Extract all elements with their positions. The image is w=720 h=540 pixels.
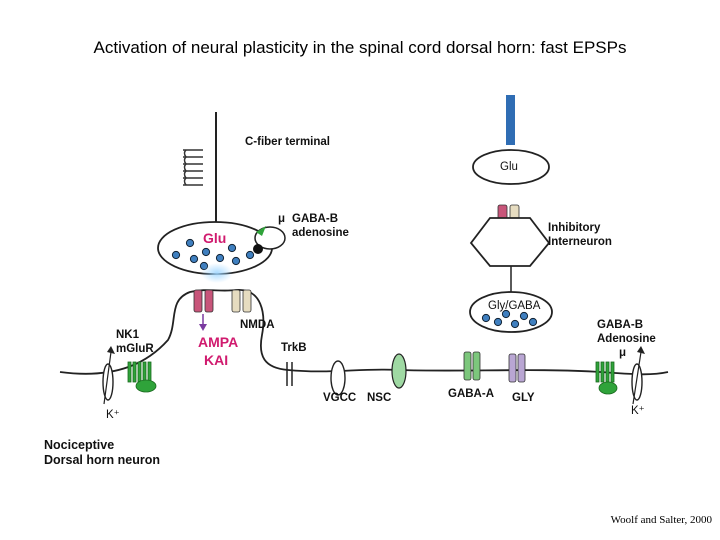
glutamate-release-glow xyxy=(201,263,233,283)
k-right-label: K⁺ xyxy=(631,405,645,417)
nmda-receptor xyxy=(231,289,252,313)
nsc-channel xyxy=(391,353,407,389)
presynaptic-ligand xyxy=(256,226,266,236)
vgcc-label: VGCC xyxy=(323,392,357,404)
inhibitory-line-1: Inhibitory xyxy=(548,222,601,234)
ampa-receptor xyxy=(193,289,214,313)
nk1-label: NK1 xyxy=(116,329,140,341)
adenosine-right-label: Adenosine xyxy=(597,333,656,345)
neuron-line-1: Nociceptive xyxy=(44,438,115,452)
action-potential-icon xyxy=(183,149,203,186)
glu-terminal-inhibitory xyxy=(472,149,550,185)
mu-left-label: μ xyxy=(278,213,286,225)
inhibitory-interneuron xyxy=(469,217,551,267)
ampa-label: AMPA xyxy=(198,334,239,350)
dorsal-horn-neuron-label: Nociceptive Dorsal horn neuron xyxy=(44,438,160,468)
gly-gaba-vesicles xyxy=(481,309,538,329)
gly-receptor xyxy=(508,353,526,383)
gaba-b-left-label: GABA-B xyxy=(292,213,338,225)
inhibitory-line-2: Interneuron xyxy=(548,236,612,248)
nmda-label: NMDA xyxy=(240,319,275,331)
interneuron-receptors xyxy=(497,204,520,220)
gly-gaba-label: Gly/GABA xyxy=(488,300,541,312)
kai-label: KAI xyxy=(204,352,229,368)
postsynaptic-membrane xyxy=(59,289,669,376)
page-title: Activation of neural plasticity in the s… xyxy=(93,38,627,57)
inhibitory-interneuron-label: Inhibitory Interneuron xyxy=(548,221,612,249)
mu-right-label: μ xyxy=(619,347,627,359)
k-channel-right xyxy=(631,346,645,405)
c-fiber-terminal-label: C-fiber terminal xyxy=(245,136,330,148)
adenosine-left-label: adenosine xyxy=(292,227,349,239)
nk1-mglur-receptor xyxy=(127,361,157,393)
glu-terminal-label: Glu xyxy=(203,230,227,246)
gaba-a-receptor xyxy=(463,351,481,381)
neuron-line-2: Dorsal horn neuron xyxy=(44,453,160,467)
mglur-label: mGluR xyxy=(116,343,154,355)
inhibitory-axon xyxy=(506,95,515,145)
presynaptic-receptor xyxy=(253,244,263,254)
trkb-label: TrkB xyxy=(281,342,307,354)
k-left-label: K⁺ xyxy=(106,409,120,421)
gly-label: GLY xyxy=(512,392,535,404)
gaba-b-receptor-right xyxy=(595,361,618,395)
gaba-b-right-label: GABA-B xyxy=(597,319,643,331)
citation: Woolf and Salter, 2000 xyxy=(610,514,712,526)
vgcc-channel xyxy=(330,360,346,396)
glu-inhibitory-label: Glu xyxy=(500,161,518,173)
k-channel-left xyxy=(102,346,115,405)
nsc-label: NSC xyxy=(367,392,392,404)
trkb-receptor xyxy=(286,362,293,386)
gaba-a-label: GABA-A xyxy=(448,388,494,400)
